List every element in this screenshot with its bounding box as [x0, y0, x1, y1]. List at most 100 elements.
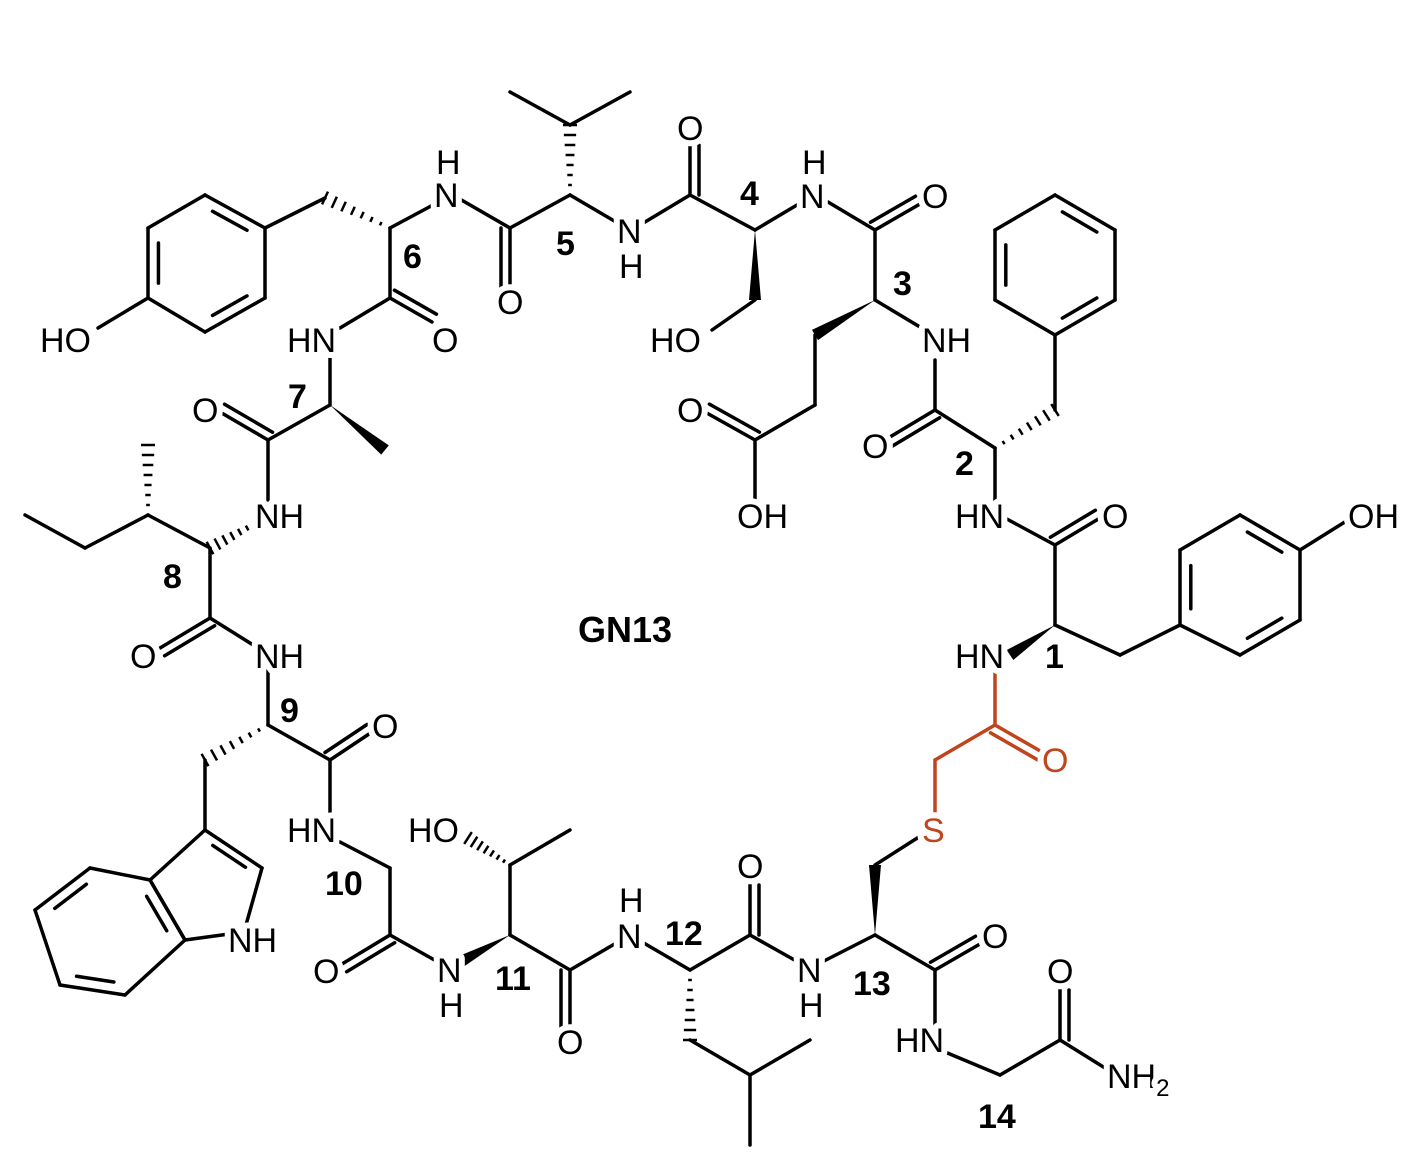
residue-number: 10: [325, 865, 363, 903]
atom-o: O: [313, 953, 339, 991]
residue-numbers: 1 2 3 4 5 6 7 8 9 10 11 12 13 14: [159, 171, 1068, 1140]
residue-number: 3: [893, 265, 912, 303]
atom-h: H: [799, 987, 824, 1025]
single-bond: [1178, 623, 1242, 657]
atom-n: N: [437, 952, 462, 990]
hashed-bond: [476, 840, 484, 851]
single-bond: [208, 616, 260, 650]
atom-n: N: [800, 178, 825, 216]
atom-o: O: [677, 110, 703, 148]
atom-h: H: [436, 144, 461, 182]
hashed-bond: [463, 831, 473, 845]
single-bond: [638, 193, 692, 227]
hashed-bond: [469, 836, 479, 848]
single-bond: [146, 193, 207, 230]
residue-number: 7: [288, 378, 307, 416]
single-bond: [203, 193, 267, 230]
single-bond: [1003, 516, 1057, 547]
single-bond: [23, 513, 87, 550]
hashed-bond: [238, 736, 244, 744]
residue-number: 6: [403, 238, 422, 276]
hashed-bond: [1001, 440, 1006, 445]
single-bond: [338, 296, 392, 330]
double-bond: [868, 194, 918, 224]
single-bond: [203, 828, 264, 870]
double-bond: [218, 410, 270, 442]
single-bond: [146, 513, 212, 550]
single-bond: [266, 723, 332, 762]
single-bond: [508, 90, 572, 127]
atom-nh: NH: [255, 498, 304, 536]
aromatic-bond: [1245, 530, 1284, 554]
hashed-bond: [252, 521, 257, 527]
single-bond: [456, 196, 512, 230]
single-bond: [568, 193, 618, 224]
single-bond: [1118, 623, 1182, 657]
atom-oh: OH: [1348, 498, 1399, 536]
hashed-bond: [330, 196, 338, 209]
hashed-bond: [359, 211, 365, 219]
atom-n: N: [434, 177, 459, 215]
wedge-bond: [1006, 625, 1055, 660]
aromatic-bond: [1245, 616, 1284, 640]
hashed-bond: [1009, 434, 1015, 441]
double-bond: [323, 722, 369, 755]
aromatic-bond: [1060, 296, 1099, 320]
double-bond: [928, 934, 978, 964]
double-bond: [162, 623, 217, 658]
hashed-bond: [340, 201, 347, 212]
hashed-bond: [495, 854, 501, 861]
hashed-bond: [1042, 409, 1051, 422]
atom-o: O: [497, 284, 523, 322]
hashed-bond: [489, 849, 495, 858]
double-bond: [388, 296, 434, 324]
atom-o: O: [557, 1024, 583, 1062]
atom-o: O: [432, 322, 458, 360]
hashed-bond: [213, 537, 222, 551]
residue-number: 2: [955, 445, 974, 483]
atom-o: O: [372, 708, 398, 746]
single-bond: [933, 408, 997, 450]
double-bond: [158, 616, 212, 650]
double-bond: [1048, 508, 1098, 540]
single-bond: [1298, 518, 1350, 552]
atom-o: O: [737, 848, 763, 886]
double-bond: [1053, 516, 1102, 547]
hashed-bond: [482, 845, 490, 854]
double-bond: [222, 402, 275, 434]
single-bond: [1178, 513, 1242, 552]
double-bond: [883, 408, 937, 442]
atom-n: N: [797, 952, 822, 990]
single-bond: [242, 866, 264, 934]
single-bond: [203, 296, 267, 334]
hashed-bond: [228, 740, 236, 750]
atom-o: O: [1042, 742, 1068, 780]
double-bond: [344, 940, 397, 974]
single-bond: [263, 196, 327, 230]
atom-nh2: NH2: [1107, 1058, 1169, 1102]
single-bond: [688, 193, 757, 232]
single-bond: [1058, 1038, 1107, 1070]
atom-n: N: [617, 918, 642, 956]
aromatic-bond: [211, 843, 248, 870]
double-bond: [988, 731, 1040, 762]
single-bond: [568, 940, 620, 972]
wedge-bond: [749, 230, 761, 300]
single-bond: [993, 298, 1057, 337]
double-bond: [933, 942, 982, 972]
single-bond: [943, 1050, 1002, 1077]
double-bond: [707, 402, 762, 434]
single-bond: [1238, 618, 1302, 657]
single-bond: [873, 298, 927, 332]
hashed-bond: [244, 525, 250, 531]
single-bond: [58, 983, 127, 997]
atom-o: O: [982, 918, 1008, 956]
residue-number: 11: [495, 960, 531, 998]
atom-hn: HN: [895, 1022, 944, 1060]
hashed-bond: [501, 858, 507, 864]
atom-o: O: [862, 428, 888, 466]
atom-o: O: [1047, 953, 1073, 991]
atom-hn: HN: [955, 638, 1004, 676]
atom-ho: HO: [650, 322, 701, 360]
